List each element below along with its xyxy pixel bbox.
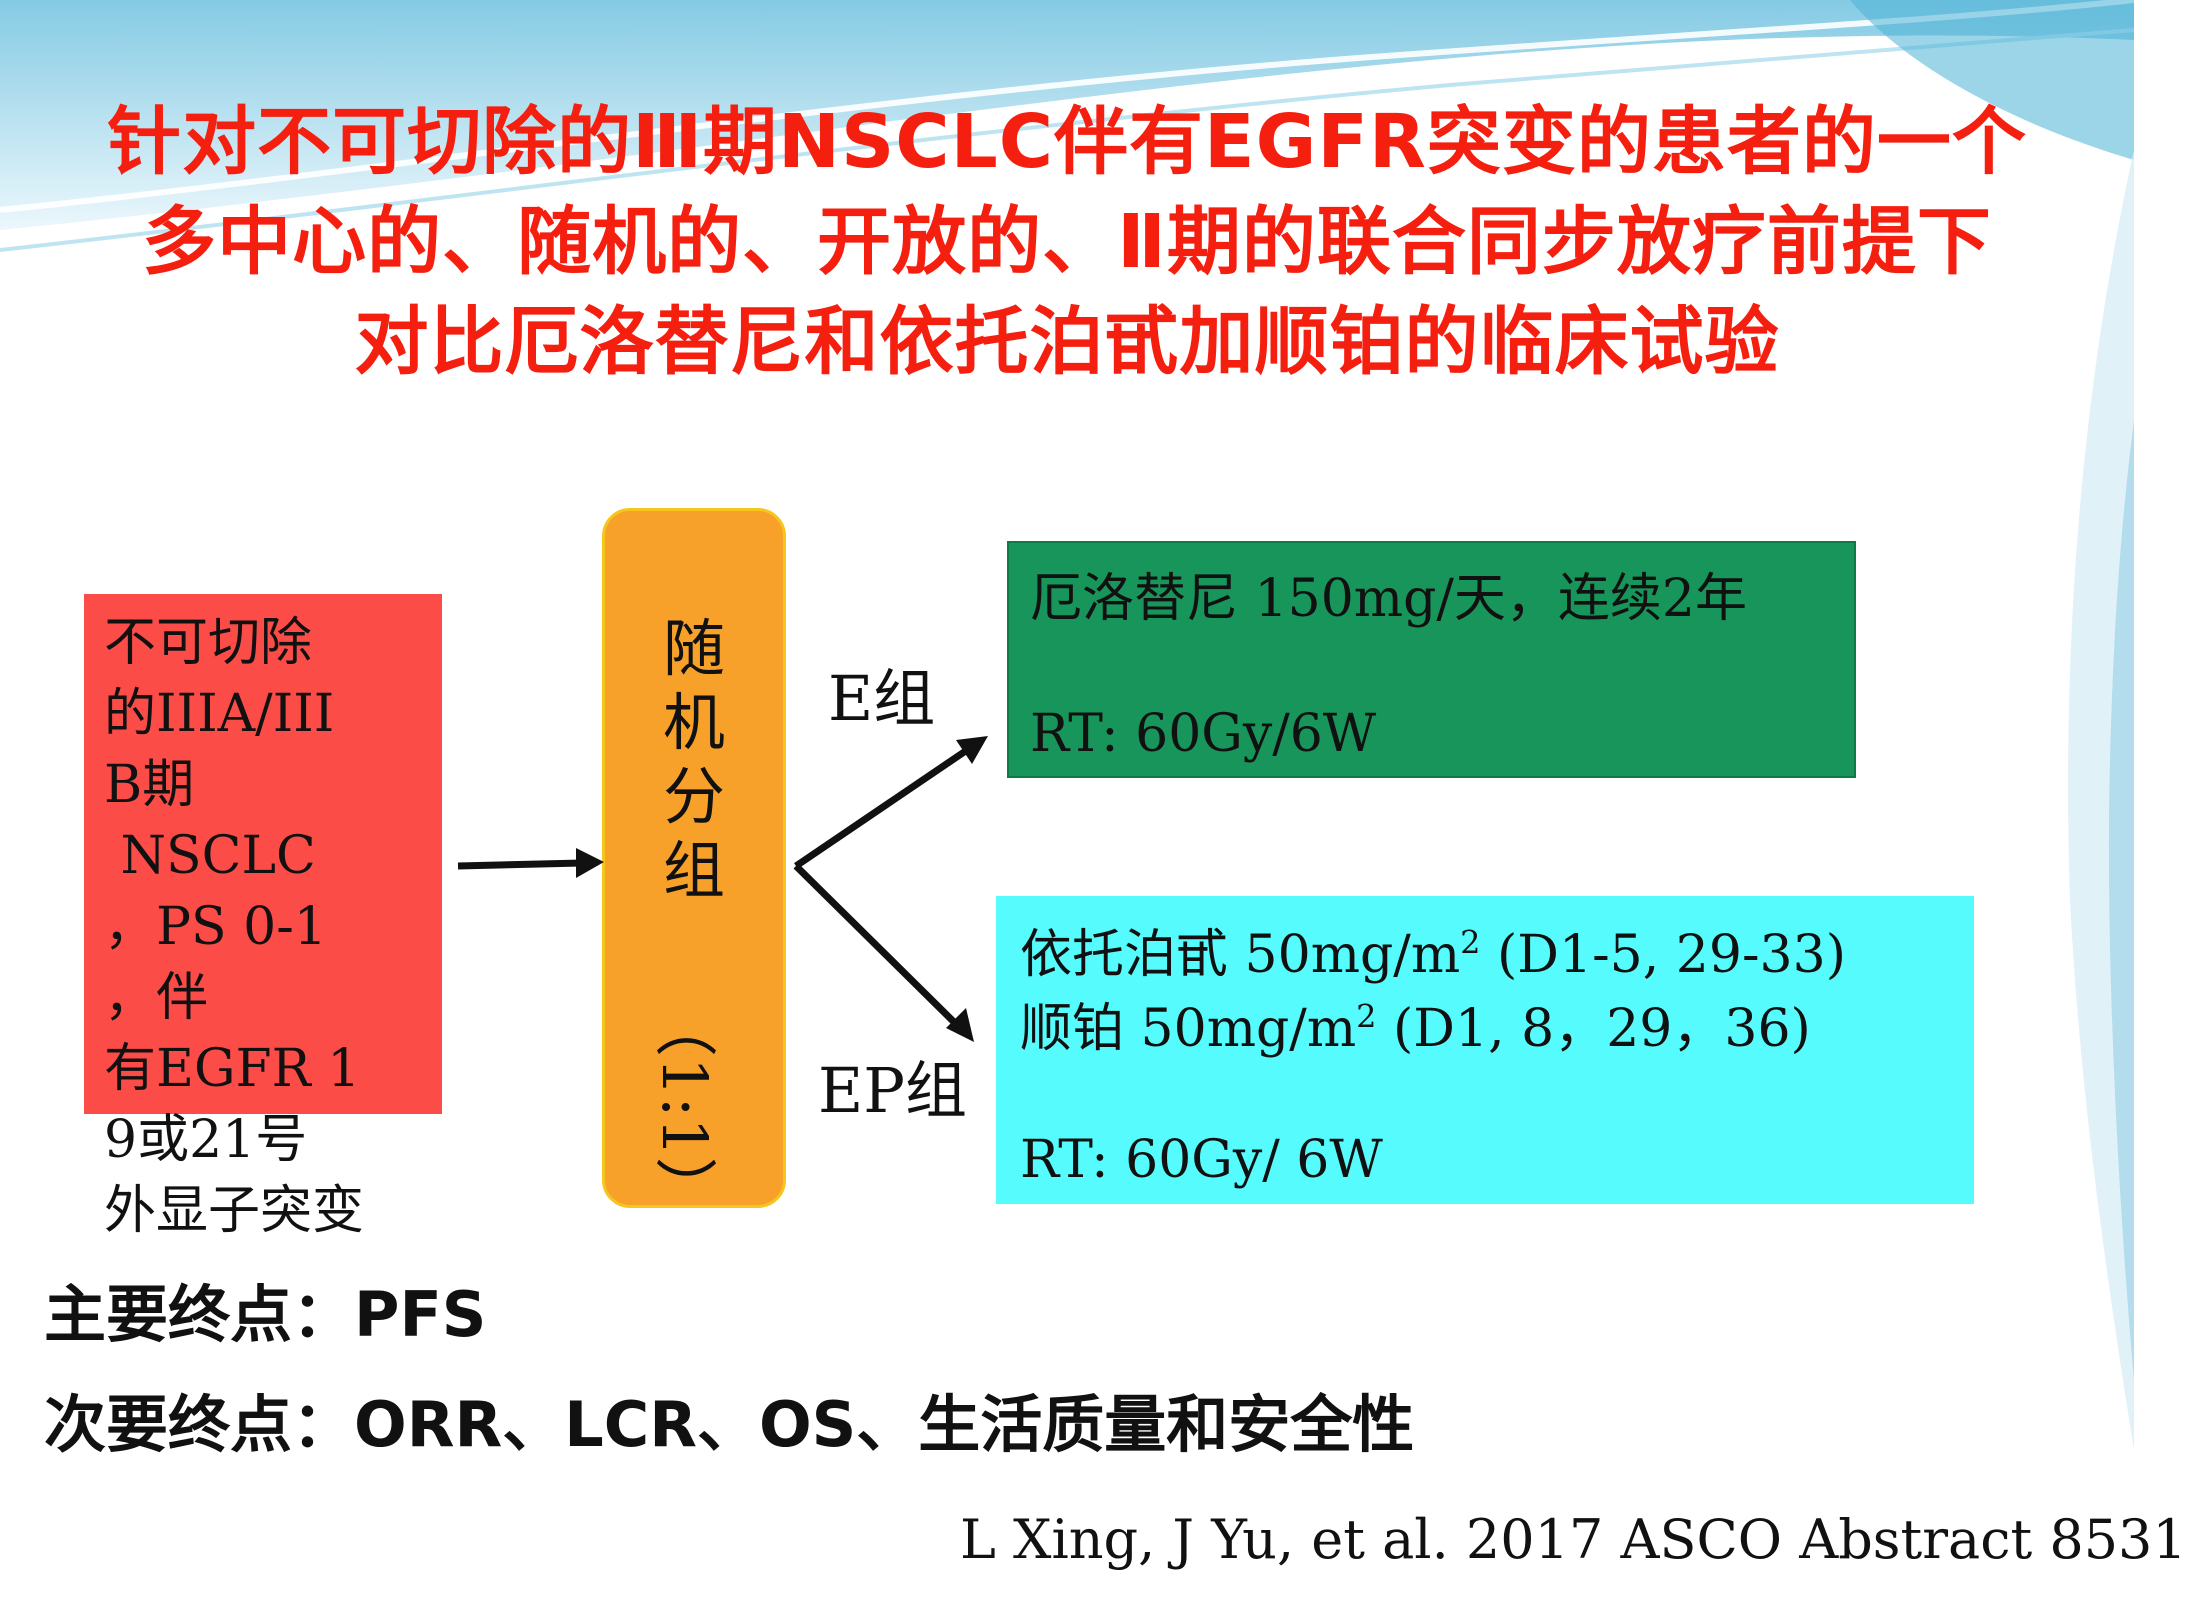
arm-e-box (1007, 541, 1856, 778)
population-criteria-text: 不可切除 的IIIA/III B期 NSCLC ，PS 0-1 ，伴 有EGFR… (104, 613, 365, 1241)
arm-ep-rt: RT: 60Gy/ 6W (1020, 1130, 1383, 1190)
arm-ep-drug-etoposide: 依托泊甙 50mg/m2 (D1-5, 29-33) (1020, 923, 1846, 985)
arm-e-rt: RT: 60Gy/6W (1030, 704, 1377, 764)
population-box (84, 594, 442, 1114)
arm-ep-box (996, 896, 1974, 1204)
arm-e-label: E组 (828, 662, 936, 735)
background-wave-decoration (0, 0, 2135, 1450)
title-line-1: 针对不可切除的Ⅲ期NSCLC伴有EGFR突变的患者的一个 (107, 99, 2027, 185)
citation: L Xing, J Yu, et al. 2017 ASCO Abstract … (960, 1508, 2187, 1571)
arm-ep-label: EP组 (818, 1054, 967, 1127)
randomization-ratio: （1:1） (648, 995, 721, 1219)
arm-e-drug: 厄洛替尼 150mg/天，连续2年 (1030, 569, 1747, 629)
arm-ep-drug-cisplatin: 顺铂 50mg/m2 (D1, 8，29，36) (1020, 997, 1811, 1059)
slide-title: 针对不可切除的Ⅲ期NSCLC伴有EGFR突变的患者的一个 多中心的、随机的、开放… (0, 92, 2134, 392)
primary-endpoint: 主要终点：PFS (44, 1278, 487, 1351)
randomization-label: 随机分组 (662, 612, 725, 907)
secondary-endpoint: 次要终点：ORR、LCR、OS、生活质量和安全性 (44, 1388, 1415, 1461)
title-line-3: 对比厄洛替尼和依托泊甙加顺铂的临床试验 (354, 299, 1780, 385)
title-line-2: 多中心的、随机的、开放的、Ⅱ期的联合同步放疗前提下 (142, 199, 1992, 285)
